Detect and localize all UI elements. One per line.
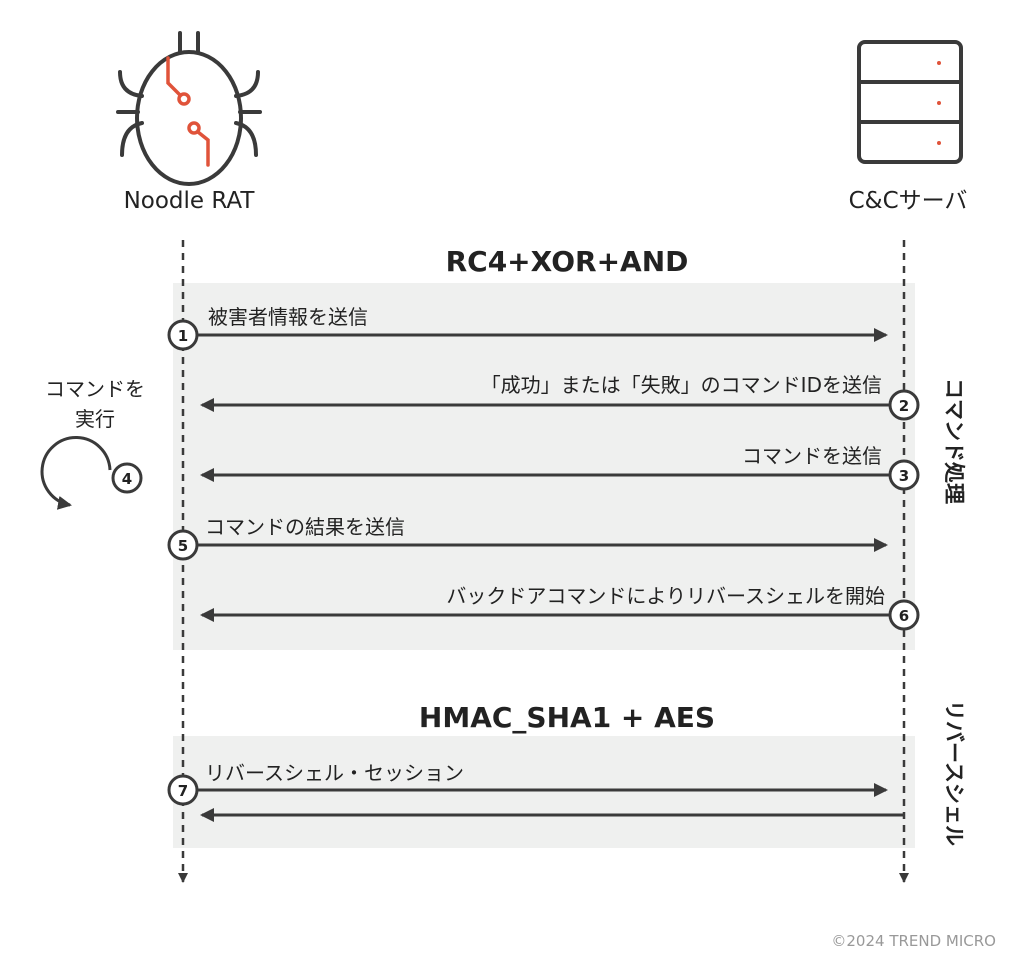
step-6-label: バックドアコマンドによりリバースシェルを開始 — [446, 584, 885, 608]
step-1-label: 被害者情報を送信 — [208, 305, 368, 329]
step-4-badge — [111, 462, 143, 494]
step-4-number: 4 — [122, 470, 132, 488]
loop-arrow-icon — [40, 436, 112, 510]
command-section-title: RC4+XOR+AND — [446, 245, 689, 278]
server-icon — [857, 40, 963, 164]
step-7-badge — [167, 774, 199, 806]
step-2-label: 「成功」または「失敗」のコマンドIDを送信 — [481, 373, 882, 397]
step-3-badge — [888, 459, 920, 491]
step-6-badge — [888, 599, 920, 631]
step-1-number: 1 — [178, 327, 188, 345]
actor-noodle-rat: Noodle RAT — [124, 188, 256, 214]
step-5-badge — [167, 529, 199, 561]
step-5-label: コマンドの結果を送信 — [205, 515, 405, 539]
shell-band — [173, 736, 915, 848]
step-7-number: 7 — [178, 782, 188, 800]
bug-icon — [116, 31, 262, 186]
actor-cc-server: C&Cサーバ — [849, 188, 968, 214]
step-1-badge — [167, 319, 199, 351]
step-4-label-line2: 実行 — [75, 407, 115, 431]
shell-side-label: リバースシェル — [942, 700, 966, 846]
shell-section-title: HMAC_SHA1 + AES — [419, 701, 715, 734]
step-6-number: 6 — [899, 607, 909, 625]
step-3-label: コマンドを送信 — [742, 444, 882, 468]
step-3-number: 3 — [899, 467, 909, 485]
command-side-label: コマンド処理 — [942, 378, 966, 504]
step-4-label-line1: コマンドを — [45, 377, 145, 401]
step-2-badge — [888, 389, 920, 421]
command-band — [173, 283, 915, 650]
copyright: ©2024 TREND MICRO — [831, 932, 996, 950]
step-7-label: リバースシェル・セッション — [205, 761, 464, 785]
step-2-number: 2 — [899, 397, 909, 415]
step-5-number: 5 — [178, 537, 188, 555]
